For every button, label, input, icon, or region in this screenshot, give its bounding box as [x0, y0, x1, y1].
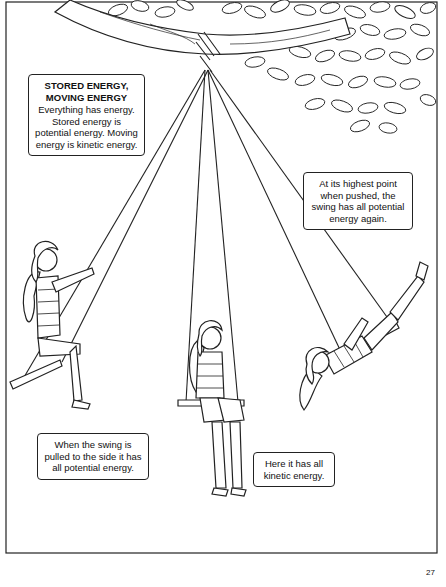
callout-box: When the swing is pulled to the side it …: [37, 433, 149, 480]
girl-middle: [178, 321, 246, 496]
box-text: When the swing is pulled to the side it …: [43, 439, 143, 474]
info-box: STORED ENERGY, MOVING ENERGYEverything h…: [28, 74, 145, 156]
callout-box: Here it has all kinetic energy.: [253, 452, 335, 487]
callout-box: At its highest point when pushed, the sw…: [303, 172, 413, 230]
box-heading: STORED ENERGY, MOVING ENERGY: [34, 80, 139, 103]
page-frame: [6, 2, 437, 553]
page-number: 27: [426, 568, 435, 577]
tree-leaves: [107, 0, 437, 134]
box-text: Everything has energy. Stored energy is …: [34, 104, 139, 150]
girl-left: [10, 241, 94, 409]
box-text: At its highest point when pushed, the sw…: [309, 178, 407, 224]
box-text: Here it has all kinetic energy.: [259, 458, 329, 481]
girl-right: [300, 262, 428, 410]
tree-branch: [55, 0, 350, 54]
